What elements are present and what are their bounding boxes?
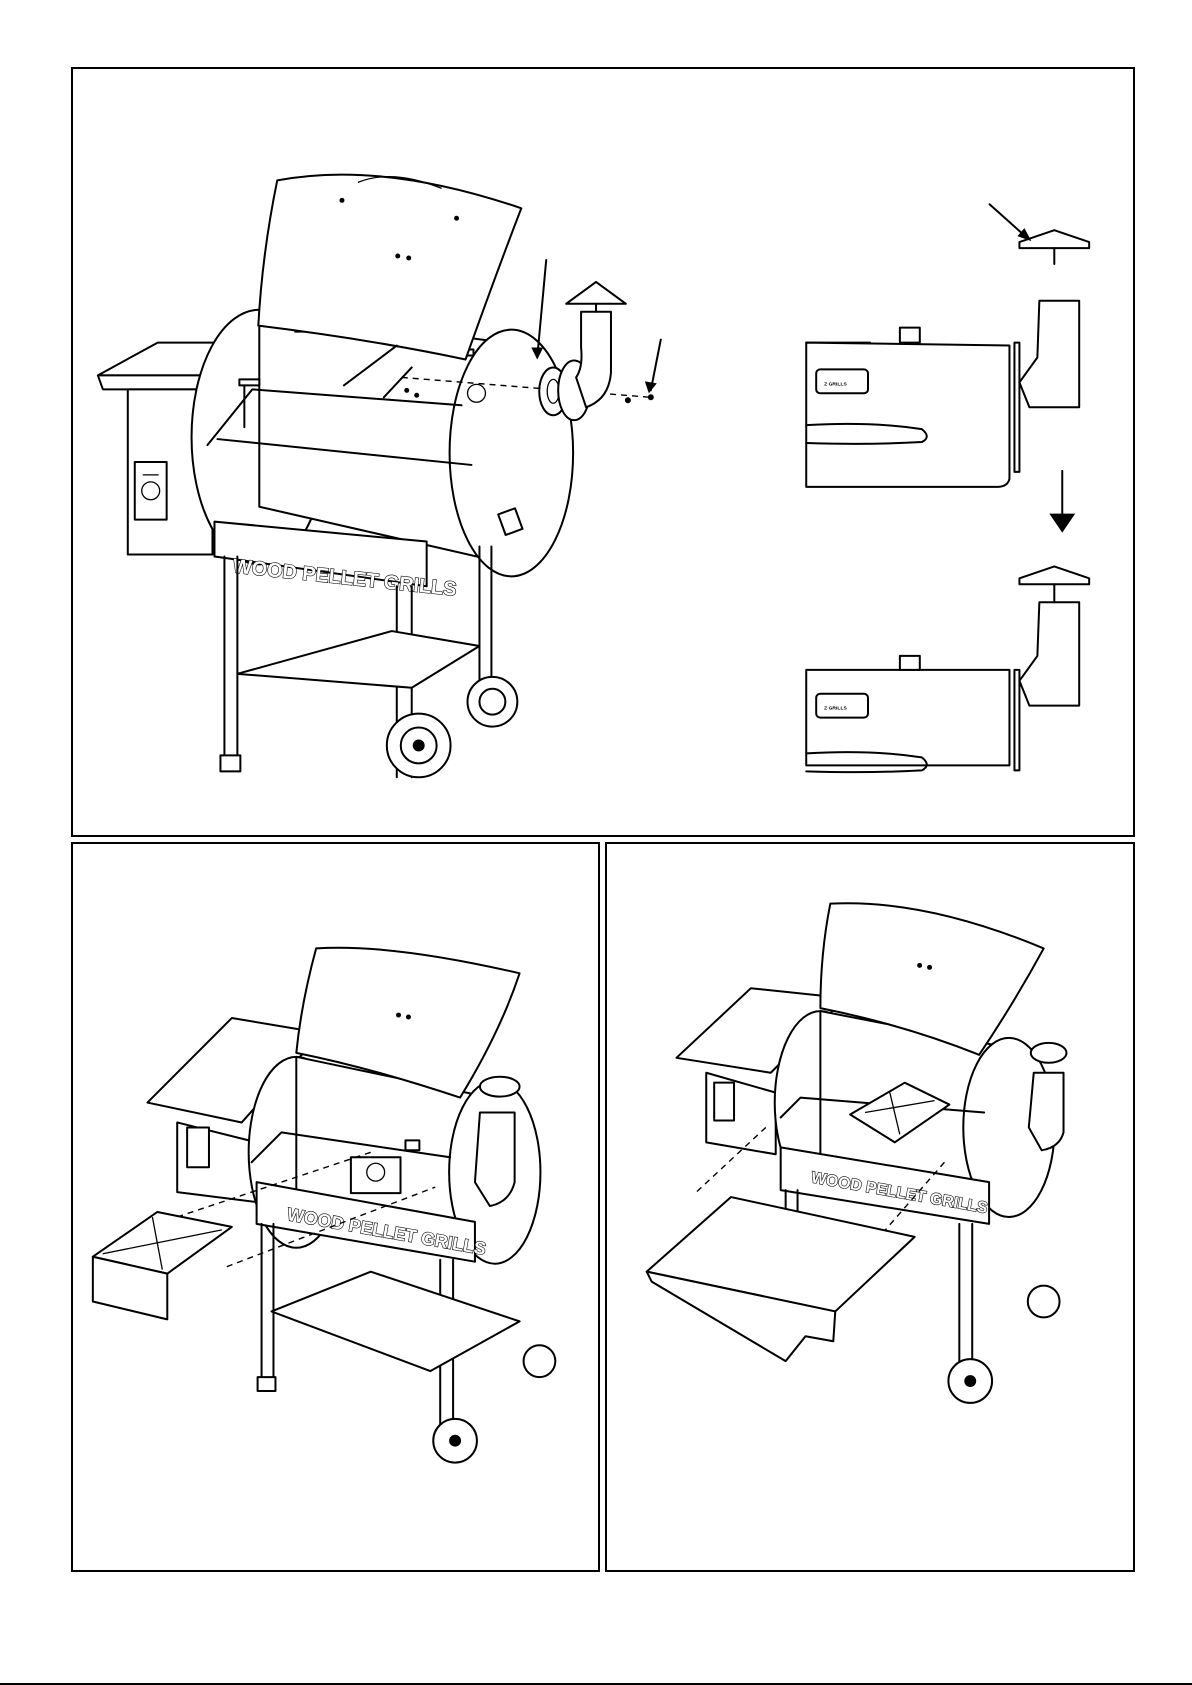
chimney-detail-after: Z GRILLS [806, 566, 1089, 772]
chimney-assembly-illustration: WOOD PELLET GRILLS [73, 69, 1133, 835]
badge-text-lower: Z GRILLS [824, 706, 847, 712]
panel-heat-baffle-insertion: WOOD PELLET GRILLS [71, 842, 600, 1572]
grill-lid [258, 175, 521, 360]
badge-text: Z GRILLS [824, 381, 847, 387]
chimney [1029, 1043, 1067, 1150]
chimney-detail-before: Z GRILLS [806, 204, 1089, 532]
arrow-down-icon [1049, 514, 1075, 533]
heat-baffle-illustration: WOOD PELLET GRILLS [73, 844, 598, 1570]
drip-tray-illustration: WOOD PELLET GRILLS [607, 844, 1133, 1570]
grill-frame: WOOD PELLET GRILLS [214, 522, 517, 778]
panel-drip-tray-insertion: WOOD PELLET GRILLS [605, 842, 1135, 1572]
panel-chimney-assembly: WOOD PELLET GRILLS [71, 67, 1135, 837]
